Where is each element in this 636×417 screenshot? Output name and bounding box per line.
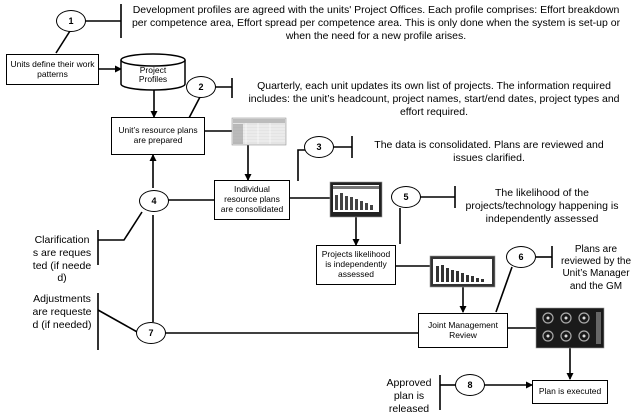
step7-leader bbox=[97, 309, 140, 334]
project-profiles-label: Project Profiles bbox=[138, 65, 168, 85]
consolidated-label: Individual resource plans are consolidat… bbox=[220, 184, 284, 214]
consolidated-box: Individual resource plans are consolidat… bbox=[214, 180, 290, 220]
likelihood-box: Projects likelihood is independently ass… bbox=[316, 245, 396, 285]
bar-chart-thumbnail bbox=[429, 255, 496, 288]
units-define-label: Units define their work patterns bbox=[10, 58, 95, 79]
step2-leader bbox=[188, 96, 201, 119]
note-step-2: Quarterly, each unit updates its own lis… bbox=[248, 80, 620, 118]
note-step-7: Adjustments are requested (if needed) bbox=[32, 293, 92, 331]
note-step-3: The data is consolidated. Plans are revi… bbox=[374, 139, 604, 164]
step-6-circle: 6 bbox=[506, 246, 536, 268]
step6-leader bbox=[495, 266, 513, 313]
likelihood-label: Projects likelihood is independently ass… bbox=[321, 249, 391, 279]
plan-executed-label: Plan is executed bbox=[538, 386, 602, 397]
plan-executed-box: Plan is executed bbox=[532, 380, 608, 404]
step3-leader bbox=[297, 149, 306, 181]
dashboard-thumbnail bbox=[535, 307, 605, 349]
project-profiles-cylinder bbox=[120, 53, 186, 91]
step-8-circle: 8 bbox=[455, 374, 485, 396]
note-step-5: The likelihood of the projects/technolog… bbox=[465, 187, 619, 225]
note-step-6: Plans are reviewed by the Unit’s Manager… bbox=[560, 244, 632, 292]
note-step-8: Approved plan is released bbox=[386, 377, 432, 415]
joint-review-label: Joint Management Review bbox=[428, 319, 498, 340]
step4-leader bbox=[98, 211, 143, 241]
step-7-circle: 7 bbox=[136, 322, 166, 344]
step-5-circle: 5 bbox=[391, 186, 421, 208]
step-2-circle: 2 bbox=[186, 76, 216, 98]
step-4-circle: 4 bbox=[139, 190, 169, 212]
units-define-box: Units define their work patterns bbox=[6, 54, 99, 85]
step-3-circle: 3 bbox=[304, 136, 334, 158]
bar-chart-thumbnail bbox=[329, 181, 383, 218]
spreadsheet-thumbnail bbox=[231, 117, 287, 146]
step1-leader bbox=[55, 30, 71, 54]
joint-review-box: Joint Management Review bbox=[418, 313, 508, 348]
note-step-1: Development profiles are agreed with the… bbox=[131, 4, 621, 42]
step-1-circle: 1 bbox=[56, 10, 86, 32]
resource-plans-box: Unit’s resource plans are prepared bbox=[111, 117, 205, 155]
note-step-4: Clarifications are requested (if needed) bbox=[32, 234, 92, 285]
resource-plans-label: Unit’s resource plans are prepared bbox=[118, 125, 198, 145]
